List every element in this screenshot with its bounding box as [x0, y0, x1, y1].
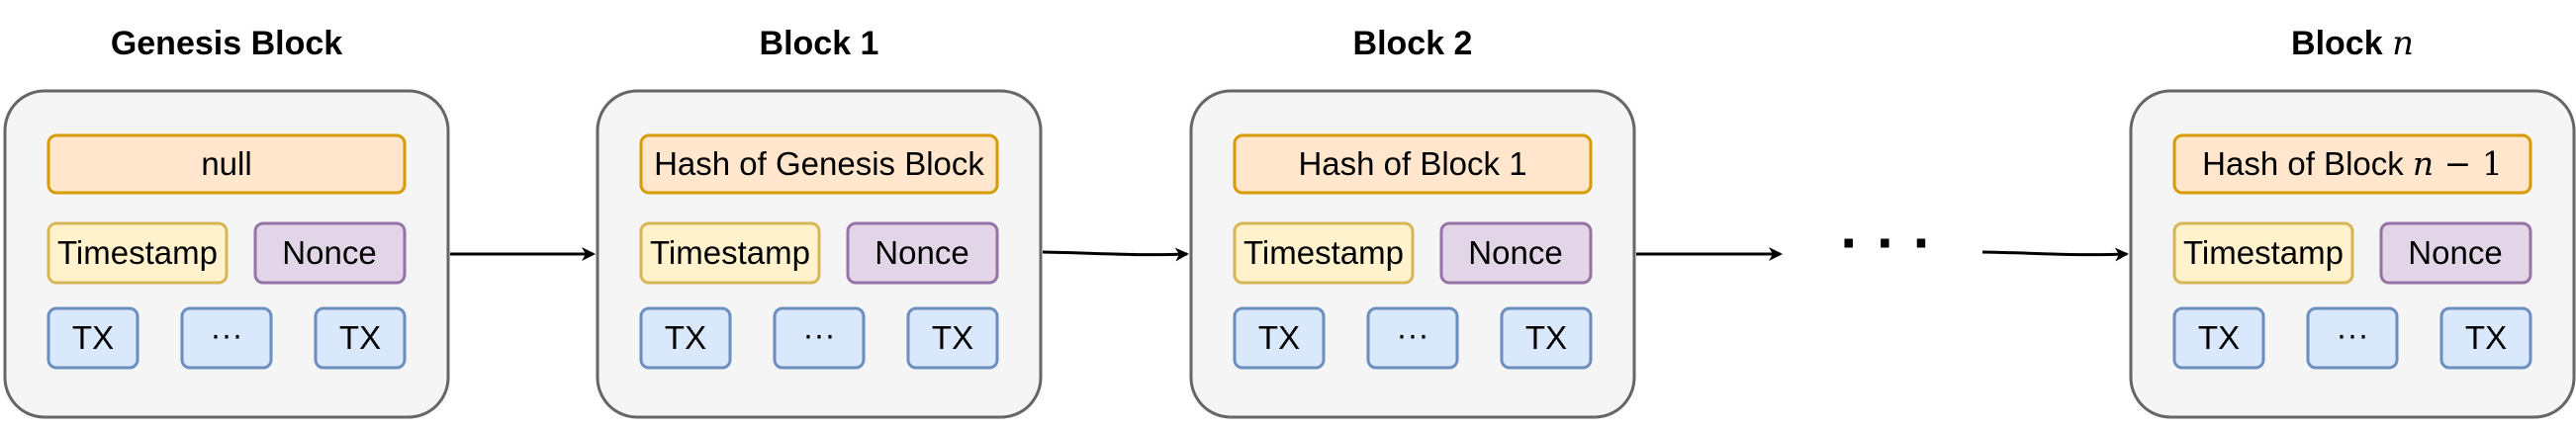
block-n: Block n Hash of Block n − 1 Timestamp No… [2129, 24, 2576, 419]
timestamp-label: Timestamp [57, 234, 218, 271]
block-genesis: Genesis Block null Timestamp Nonce TX ··… [3, 25, 450, 419]
transaction-box [2172, 306, 2265, 370]
transaction-box [46, 306, 139, 370]
block-title: Block 2 [1353, 25, 1473, 62]
previous-hash-field [2172, 133, 2532, 195]
transaction-box [906, 306, 999, 370]
block-1: Block 1 Hash of Genesis Block Timestamp … [596, 25, 1043, 419]
nonce-label: Nonce [282, 234, 376, 271]
transaction-box [314, 306, 407, 370]
timestamp-field [2172, 221, 2354, 285]
transaction-ellipsis-box [773, 306, 866, 370]
nonce-label: Nonce [874, 234, 968, 271]
nonce-field [253, 221, 407, 285]
timestamp-field [639, 221, 821, 285]
transaction-label: TX [1258, 319, 1300, 356]
nonce-label: Nonce [2408, 234, 2502, 271]
previous-hash-label: Hash of Block 1 [1298, 145, 1526, 182]
transaction-label: TX [2198, 319, 2240, 356]
transaction-label: TX [932, 319, 973, 356]
nonce-field [846, 221, 999, 285]
timestamp-label: Timestamp [2183, 234, 2344, 271]
arrow-block-1-to-block-2 [1042, 247, 1189, 262]
timestamp-field [46, 221, 229, 285]
transaction-box [2439, 306, 2532, 370]
transaction-label: TX [2465, 319, 2507, 356]
nonce-label: Nonce [1468, 234, 1562, 271]
previous-hash-field [46, 133, 407, 195]
previous-hash-label: null [201, 145, 251, 182]
timestamp-field [1233, 221, 1415, 285]
transaction-ellipsis-label: ··· [211, 316, 243, 353]
block-title: Block 1 [760, 25, 879, 62]
timestamp-label: Timestamp [1243, 234, 1404, 271]
block-2: Block 2 Hash of Block 1 Timestamp Nonce … [1189, 25, 1636, 419]
transaction-ellipsis-label: ··· [2337, 316, 2369, 353]
block-title: Genesis Block [111, 25, 342, 62]
transaction-ellipsis-box [180, 306, 273, 370]
transaction-ellipsis-box [1366, 306, 1459, 370]
previous-hash-field [1233, 133, 1593, 195]
previous-hash-label: Hash of Block n − 1 [2202, 144, 2503, 183]
previous-hash-label: Hash of Genesis Block [654, 145, 984, 182]
arrow-ellipsis-to-block-n [1981, 247, 2129, 262]
transaction-box [1500, 306, 1593, 370]
transaction-ellipsis-label: ··· [1397, 316, 1429, 353]
transaction-box [639, 306, 732, 370]
transaction-ellipsis-box [2306, 306, 2399, 370]
transaction-label: TX [72, 319, 114, 356]
nonce-field [2379, 221, 2532, 285]
transaction-ellipsis-label: ··· [803, 316, 836, 353]
block-title: Block n [2291, 24, 2414, 63]
timestamp-label: Timestamp [650, 234, 810, 271]
transaction-label: TX [1525, 319, 1567, 356]
transaction-label: TX [665, 319, 706, 356]
transaction-label: TX [339, 319, 381, 356]
chain-ellipsis: · · · [1840, 210, 1932, 276]
transaction-box [1233, 306, 1326, 370]
previous-hash-field [639, 133, 999, 195]
nonce-field [1439, 221, 1593, 285]
